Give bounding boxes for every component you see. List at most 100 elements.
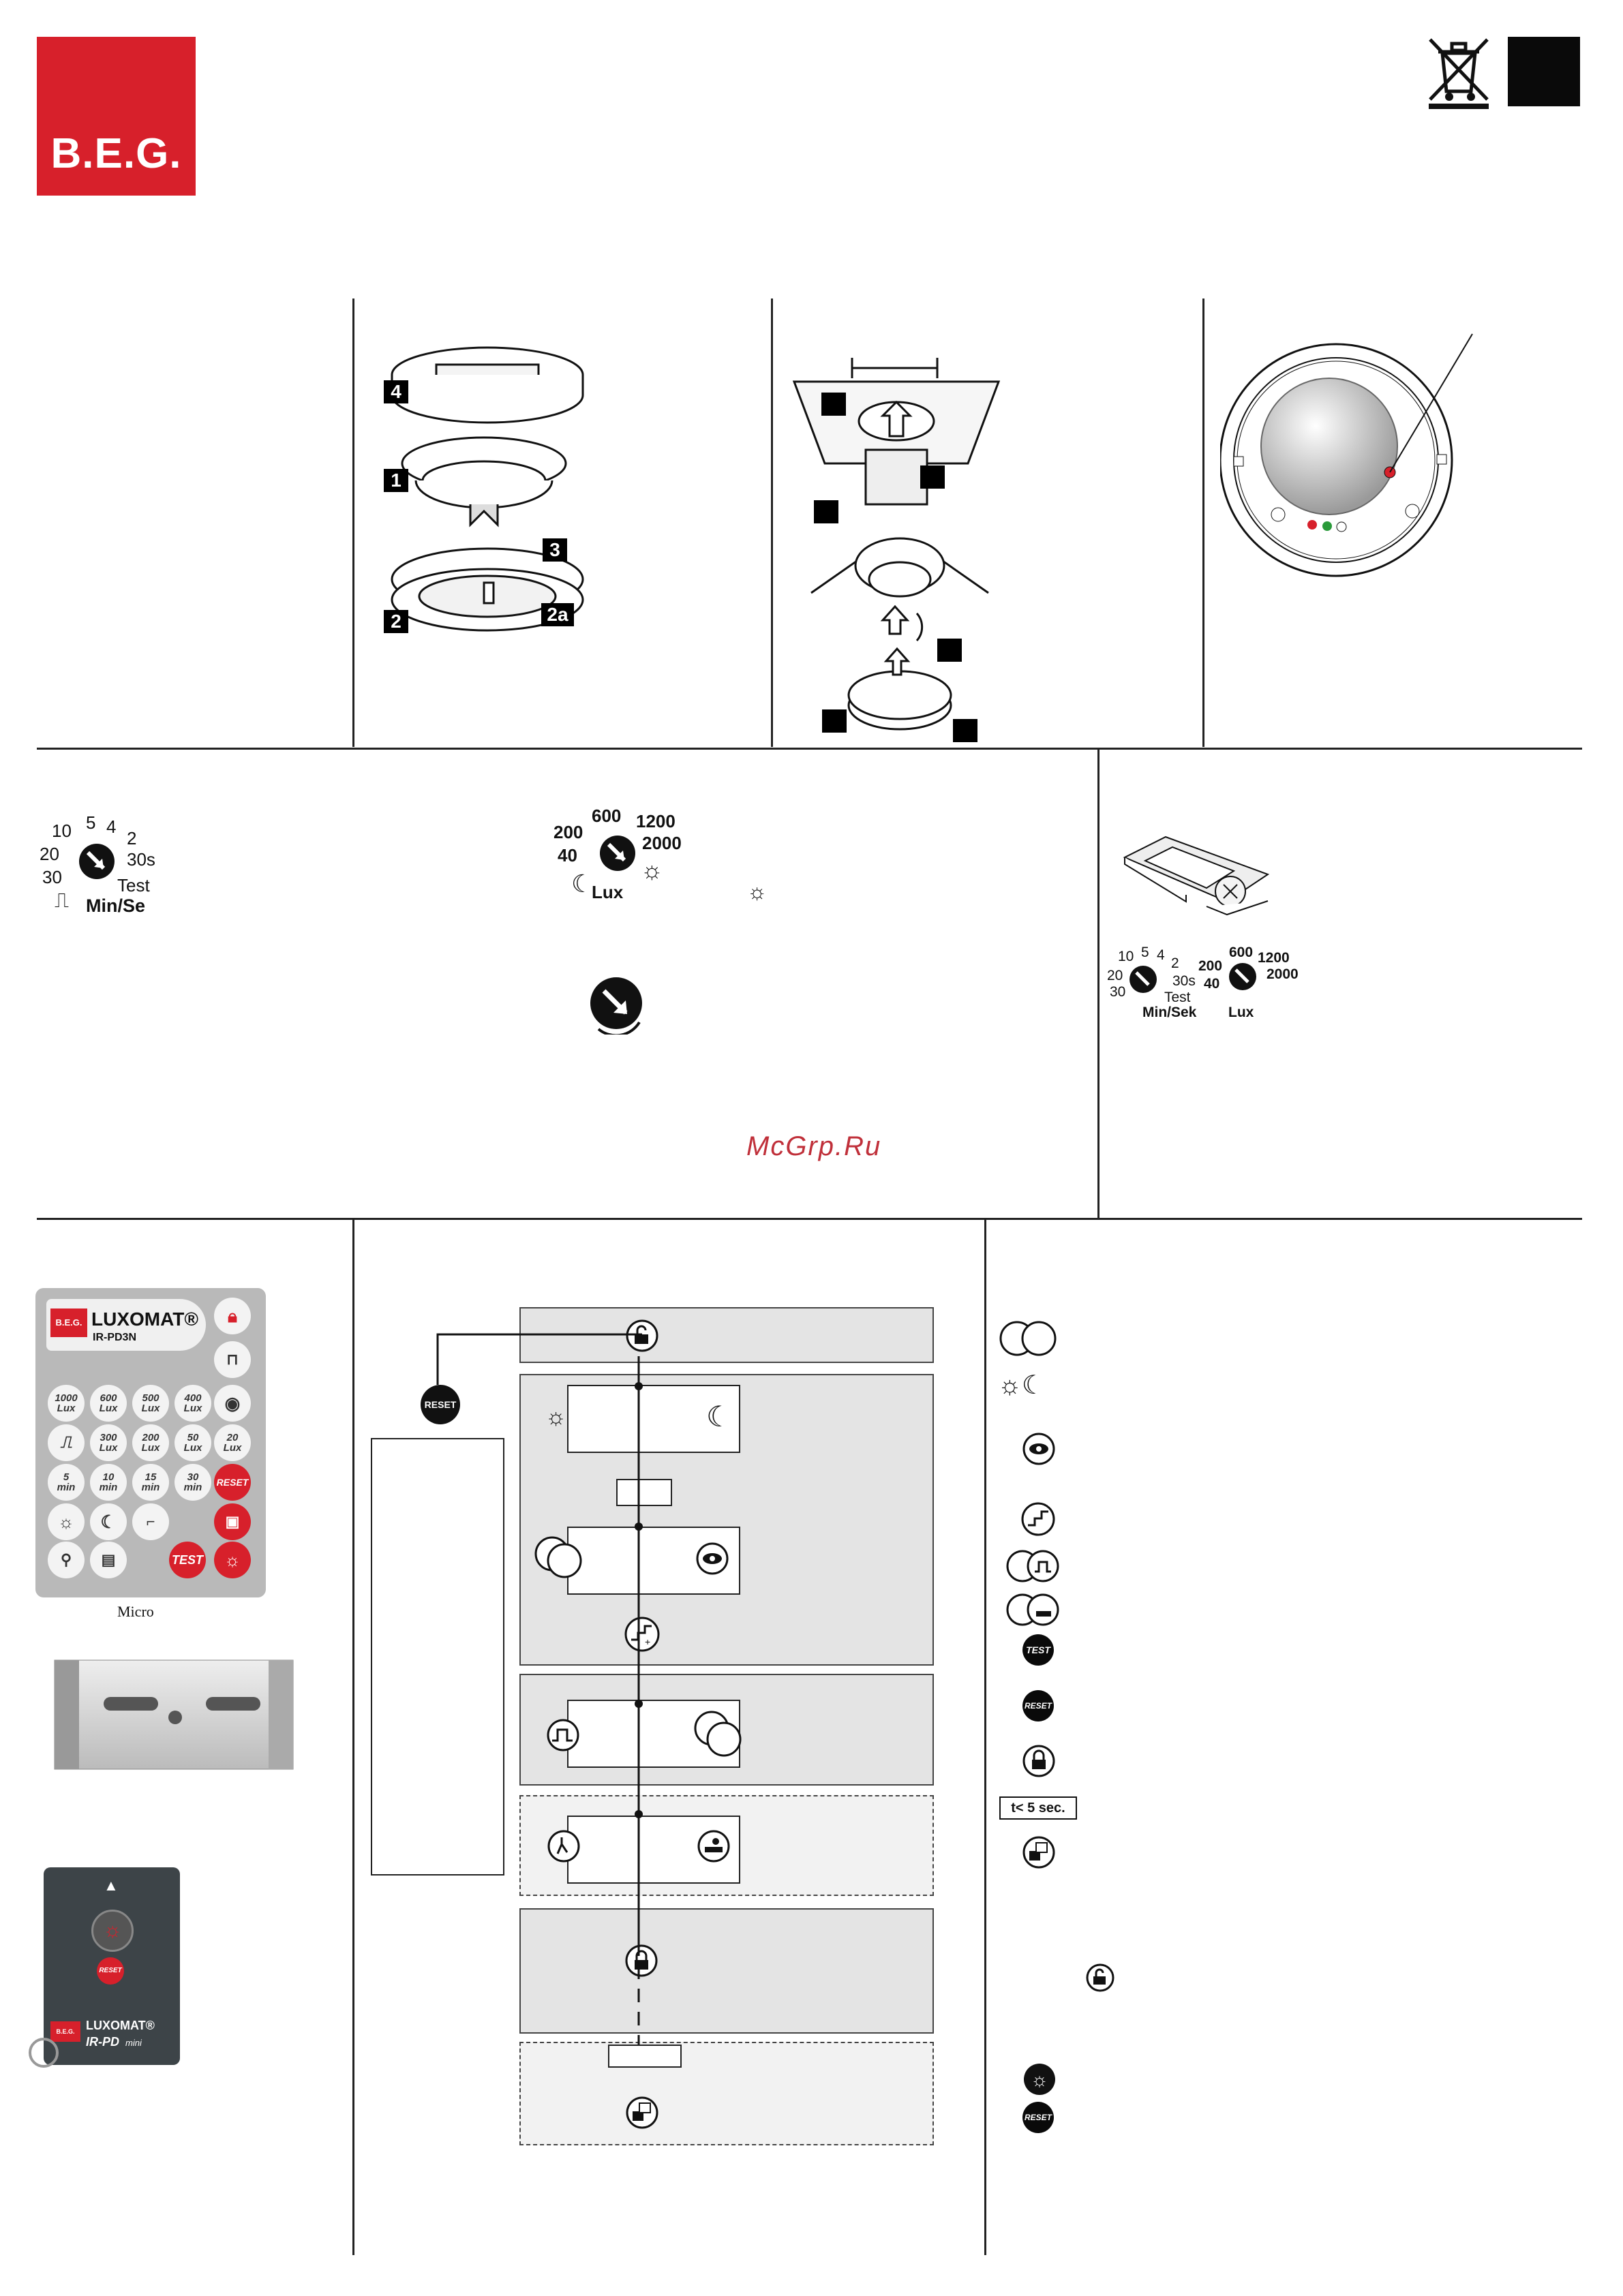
moon-button[interactable]: ☾: [90, 1503, 127, 1540]
test-button[interactable]: TEST: [169, 1542, 206, 1578]
pulse-icon: [547, 1719, 579, 1751]
dial-value: 20: [1107, 968, 1123, 983]
dial-value: 1200: [1258, 950, 1290, 966]
dial-knob-icon: [590, 977, 642, 1035]
remote-ir-pd-mini: ▲ ☼ RESET B.E.G. LUXOMAT® IR-PD mini: [44, 1867, 180, 2065]
keyring-icon: [29, 2038, 59, 2068]
dial-value: 30: [42, 867, 62, 887]
step-tag: 3: [543, 538, 567, 562]
dial-unit-label: Lux: [1228, 1005, 1254, 1020]
test-icon: TEST: [1022, 1634, 1054, 1666]
sun-icon: ☼: [641, 856, 663, 884]
step-tag: [953, 719, 977, 742]
flow-group-lock-release: [519, 2042, 934, 2145]
reset-button[interactable]: RESET: [97, 1957, 124, 1985]
double-circle-icon: [999, 1321, 1057, 1356]
dial-value: 2000: [642, 833, 682, 853]
svg-text:☼: ☼: [1031, 2069, 1048, 2090]
step-tag: 2a: [541, 603, 574, 626]
reset-icon: RESET: [1022, 2102, 1054, 2133]
office-button[interactable]: ▤: [90, 1542, 127, 1578]
watermark: McGrp.Ru: [746, 1131, 882, 1161]
sun-button[interactable]: ☼: [48, 1503, 85, 1540]
step-tag: [821, 393, 846, 416]
step-plus-icon: +: [624, 1617, 660, 1652]
divider: [771, 299, 773, 747]
pulse-pair-icon: [1006, 1550, 1059, 1582]
dial-value: 40: [1204, 976, 1220, 992]
pulse-button[interactable]: ⎍: [48, 1424, 85, 1461]
moon-icon: ☾: [706, 1400, 732, 1433]
lux-dial-knob-icon: [1229, 963, 1256, 990]
flow-note-box: [371, 1438, 504, 1876]
unlock-icon: [626, 1319, 658, 1352]
step-tag: 1: [384, 469, 408, 492]
sun-moon-icon: ☼☾: [998, 1371, 1045, 1400]
divider: [37, 1218, 1582, 1220]
divider: [37, 748, 1582, 750]
dial-value: 600: [1229, 945, 1254, 960]
flow-box-sun-moon: [567, 1385, 740, 1453]
remote-brand: B.E.G.: [50, 1308, 87, 1337]
eye-button[interactable]: ◉: [214, 1385, 251, 1422]
dial-value: 2: [1171, 955, 1179, 971]
remote-caption: Micro: [117, 1603, 154, 1620]
weee-disposal-icon: [1429, 38, 1489, 109]
time-dial-knob-icon[interactable]: [76, 841, 117, 882]
dial-value: Test: [1164, 990, 1191, 1005]
lock-button[interactable]: 🔒︎: [214, 1298, 251, 1334]
sun-red-button[interactable]: ☼: [214, 1542, 251, 1578]
mounting-bracket-illustration: [54, 1659, 294, 1770]
remote-name: LUXOMAT®: [91, 1308, 198, 1330]
double-circle-icon: [694, 1711, 742, 1757]
pulse-icon: ⎍: [55, 889, 69, 912]
step-button[interactable]: ⌐: [132, 1503, 169, 1540]
flow-label-box: [616, 1479, 672, 1506]
lock-release-icon: [626, 2096, 658, 2129]
divider: [352, 1218, 354, 2255]
dial-value: 5: [1141, 945, 1149, 960]
reset-icon[interactable]: RESET: [421, 1385, 460, 1424]
flow-label-box: [608, 2045, 682, 2068]
lock-release-icon: [1022, 1836, 1055, 1869]
divider: [984, 1218, 986, 2255]
presence-icon: [547, 1830, 580, 1863]
dial-value: 2: [127, 828, 137, 848]
step-tag: [920, 465, 945, 489]
sun-icon: ☼: [747, 879, 768, 904]
presence-button[interactable]: ⚲: [48, 1542, 85, 1578]
sun-button[interactable]: ☼: [91, 1910, 134, 1952]
reset-button[interactable]: RESET: [214, 1464, 251, 1501]
lux-dial-knob-icon[interactable]: [597, 833, 638, 874]
mini-remote-brand: B.E.G.: [50, 2021, 80, 2042]
reset-connector: [436, 1333, 642, 1385]
logo-text: B.E.G.: [50, 130, 182, 177]
unlock-button[interactable]: ⊓: [214, 1341, 251, 1378]
step-tag: [822, 709, 847, 733]
dial-value: 2000: [1266, 966, 1299, 982]
dial-value: 4: [1157, 947, 1165, 963]
dial-value: 200: [1198, 958, 1223, 974]
double-circle-icon: [534, 1536, 582, 1578]
dial-value: 30: [1110, 984, 1126, 1000]
dial-value: 10: [52, 821, 72, 841]
lock-icon: [1022, 1745, 1055, 1777]
remote-model: IR-PD3N: [93, 1332, 137, 1343]
sun-icon: ☼: [1024, 2064, 1055, 2095]
step-plus-icon: [1021, 1502, 1055, 1536]
lock-red-button[interactable]: ▣: [214, 1503, 251, 1540]
step-tag: 4: [384, 380, 408, 403]
